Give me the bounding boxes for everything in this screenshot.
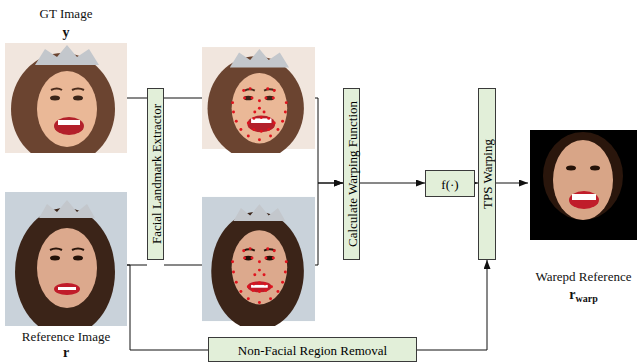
landmark-dots [231, 247, 288, 304]
warped-reference: Warepd Reference rwarp [528, 130, 639, 305]
box-label: Non-Facial Region Removal [209, 342, 416, 357]
process-box: Non-Facial Region Removal [208, 337, 417, 362]
label-row: Warepd Reference [518, 267, 639, 285]
label-row: Reference Image [0, 327, 137, 345]
image-caption: Warepd Reference [535, 269, 631, 284]
label-row: y [0, 23, 137, 41]
flow-arrow [360, 183, 425, 184]
flow-arrow [417, 260, 487, 350]
process-box: TPS Warping [478, 88, 496, 260]
gt-landmark-photo [202, 47, 315, 160]
symbol-label: r [63, 345, 69, 360]
label-row: r [0, 343, 137, 361]
gt-photo [5, 43, 127, 165]
gt-image: GT Image y [5, 0, 127, 153]
label-row: rwarp [518, 285, 639, 306]
symbol-label: warp [575, 293, 597, 304]
image-caption: GT Image [40, 6, 93, 21]
reference-landmark-photo [202, 197, 315, 330]
box-label: Facial Landmark Extractor [148, 104, 163, 244]
process-box: Calculate Warping Function [343, 88, 360, 260]
symbol-label: r [569, 287, 575, 302]
label-row: GT Image [0, 4, 137, 22]
box-label: Calculate Warping Function [344, 101, 359, 247]
reference-image: Reference Imager [5, 192, 127, 362]
process-box: Facial Landmark Extractor [147, 88, 164, 260]
flow-arrow [127, 98, 147, 99]
landmark-dots [231, 87, 288, 141]
flow-arrow [127, 265, 208, 350]
box-label: f(·) [426, 176, 474, 191]
symbol-label: y [63, 25, 70, 40]
box-label: TPS Warping [480, 139, 495, 209]
reference-photo [5, 192, 127, 336]
image-caption: Reference Image [22, 329, 110, 344]
warped-photo [530, 130, 637, 240]
flow-arrow [496, 183, 528, 184]
function-box: f(·) [425, 170, 475, 197]
